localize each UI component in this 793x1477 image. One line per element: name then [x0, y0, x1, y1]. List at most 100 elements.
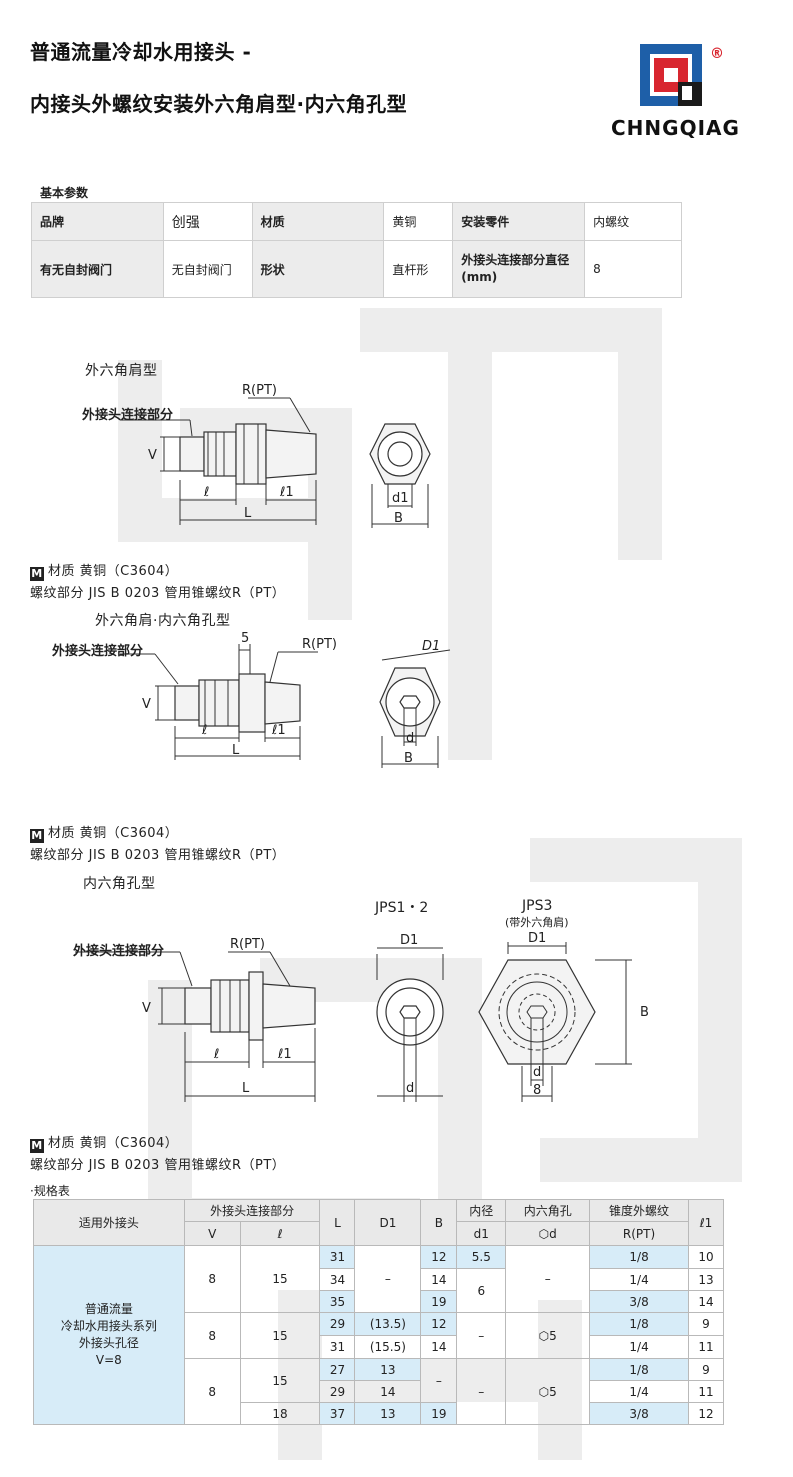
- cell-l1: 12: [687, 1402, 725, 1425]
- fig3-label-l: ℓ: [213, 1047, 219, 1062]
- fig1-label-connection: 外接头连接部分: [82, 408, 174, 423]
- cell-L: 31: [319, 1335, 356, 1359]
- fig1-label-l1: ℓ1: [279, 485, 294, 500]
- cell-B: –: [420, 1358, 458, 1403]
- col-l1: ℓ1: [687, 1199, 725, 1246]
- fig3-drawing: JPS1・2 JPS3 (带外六角肩): [75, 898, 649, 1102]
- cell-D1: 13: [354, 1402, 422, 1425]
- col-L: L: [319, 1199, 356, 1246]
- note-line: 外接头孔径: [78, 1336, 139, 1350]
- col-taper-rpt: R(PT): [589, 1221, 689, 1246]
- table-row: 普通流量 冷却水用接头系列 外接头孔径 V=8 8 15 31 – 12 5.5…: [33, 1245, 725, 1425]
- table-row: 31 (15.5) 14 1/4 11: [34, 1335, 725, 1359]
- note-line: 普通流量: [84, 1302, 133, 1316]
- fig3-label-eight: 8: [533, 1083, 541, 1098]
- cell-D1: 13: [354, 1358, 422, 1381]
- cell-l1: 9: [687, 1312, 725, 1336]
- cell-l: 15: [239, 1312, 321, 1359]
- param-key: 有无自封阀门: [31, 240, 164, 298]
- param-key: 品牌: [31, 202, 164, 241]
- material-m-icon: M: [30, 567, 44, 581]
- fig2-label-l1: ℓ1: [271, 723, 286, 738]
- fig2-label-l: ℓ: [201, 723, 207, 738]
- fig2-label-B: B: [404, 751, 413, 766]
- cell-D1: (13.5): [354, 1312, 422, 1336]
- fig3-label-connection: 外接头连接部分: [73, 944, 165, 959]
- cell-l1: 9: [687, 1358, 725, 1381]
- fig3-label-l1: ℓ1: [277, 1047, 292, 1062]
- params-row: 品牌 创强 材质 黄铜 安装零件 内螺纹: [31, 202, 682, 241]
- cell-B: 14: [420, 1268, 458, 1291]
- table-row: 18 37 13 19 3/8 12: [34, 1402, 725, 1425]
- cell-d1: 6: [456, 1268, 507, 1313]
- fig2-thread-note: 螺纹部分 JIS B 0203 管用锥螺纹R（PT）: [30, 848, 286, 863]
- fig1-label-B: B: [394, 511, 403, 526]
- cell-L: 29: [319, 1312, 356, 1336]
- fig2-label-five: 5: [241, 631, 249, 646]
- cell-l1: 14: [687, 1290, 725, 1313]
- fig2-label-L: L: [232, 743, 240, 758]
- fig2-caption: 外六角肩·内六角孔型: [95, 613, 231, 629]
- param-key: 外接头连接部分直径(mm): [452, 240, 586, 298]
- fig3-label-jps3: JPS3: [521, 898, 552, 914]
- cell-L: 34: [319, 1268, 356, 1291]
- cell-v: 8: [183, 1358, 241, 1425]
- fig2-label-d: d: [406, 731, 414, 746]
- cell-D1: 14: [354, 1380, 422, 1403]
- table-row: 34 14 6 1/4 13: [34, 1268, 725, 1313]
- material-m-icon: M: [30, 829, 44, 843]
- fig1-label-d1: d1: [392, 491, 409, 506]
- note-line: 冷却水用接头系列: [60, 1319, 157, 1333]
- col-D1: D1: [354, 1199, 422, 1246]
- cell-hex: ⬡5: [505, 1312, 591, 1359]
- fig1-caption: 外六角肩型: [85, 363, 158, 379]
- cell-B: 12: [420, 1312, 458, 1336]
- col-inner-d1: d1: [456, 1221, 507, 1246]
- spec-label: ·规格表: [30, 1184, 70, 1198]
- cell-D1: (15.5): [354, 1335, 422, 1359]
- fig3-label-d-b: d: [533, 1065, 541, 1080]
- table-row: 8 15 27 13 – – ⬡5 1/8 9: [34, 1358, 725, 1425]
- registered-mark: ®: [710, 46, 724, 62]
- page-title-line1: 普通流量冷却水用接头 -: [30, 40, 252, 64]
- fig3-label-L: L: [242, 1081, 250, 1096]
- fig1-thread-note: 螺纹部分 JIS B 0203 管用锥螺纹R（PT）: [30, 586, 286, 601]
- cell-l1: 11: [687, 1335, 725, 1359]
- fig3-label-d-a: d: [406, 1081, 414, 1096]
- cell-R: 1/4: [589, 1268, 689, 1291]
- cell-R: 1/4: [589, 1380, 689, 1403]
- table-row: 8 15 29 (13.5) 12 – ⬡5 1/8 9: [34, 1312, 725, 1359]
- cell-R: 3/8: [589, 1402, 689, 1425]
- col-hex-d: ⬡d: [505, 1221, 591, 1246]
- fig1-label-v: V: [148, 448, 157, 463]
- cell-hex: –: [505, 1245, 591, 1313]
- cell-L: 31: [319, 1245, 356, 1269]
- cell-L: 29: [319, 1380, 356, 1403]
- fig3-label-D1-b: D1: [528, 931, 546, 946]
- fig1-label-thread: R(PT): [242, 383, 277, 398]
- fig3-label-jps3-sub: (带外六角肩): [505, 915, 569, 929]
- spec-table: 适用外接头 外接头连接部分 L D1 B 内径 内六角孔 锥度外螺纹 ℓ1 V …: [33, 1199, 725, 1425]
- cell-B: 14: [420, 1335, 458, 1359]
- brand-logo-icon: [640, 44, 702, 106]
- fig3-label-B: B: [640, 1005, 649, 1020]
- cell-hex: ⬡5: [505, 1358, 591, 1425]
- fig3-label-thread: R(PT): [230, 937, 265, 952]
- fig3-label-jps12: JPS1・2: [374, 900, 428, 916]
- param-value: 创强: [162, 202, 253, 241]
- cell-l1: 13: [687, 1268, 725, 1291]
- fig1-drawing: R(PT) V ℓ ℓ1 L d1 B: [120, 383, 431, 528]
- fig2-label-D1: D1: [422, 639, 440, 654]
- cell-R: 3/8: [589, 1290, 689, 1313]
- cell-R: 1/4: [589, 1335, 689, 1359]
- param-value: 直杆形: [383, 240, 454, 298]
- col-taper: 锥度外螺纹: [589, 1199, 689, 1222]
- cell-R: 1/8: [589, 1312, 689, 1336]
- cell-d1: 5.5: [456, 1245, 507, 1269]
- fig2-label-v: V: [142, 697, 151, 712]
- cell-B: 19: [420, 1402, 458, 1425]
- params-label: 基本参数: [40, 186, 89, 200]
- brand-name: CHNGQIAG: [611, 116, 740, 140]
- col-v: V: [183, 1221, 241, 1246]
